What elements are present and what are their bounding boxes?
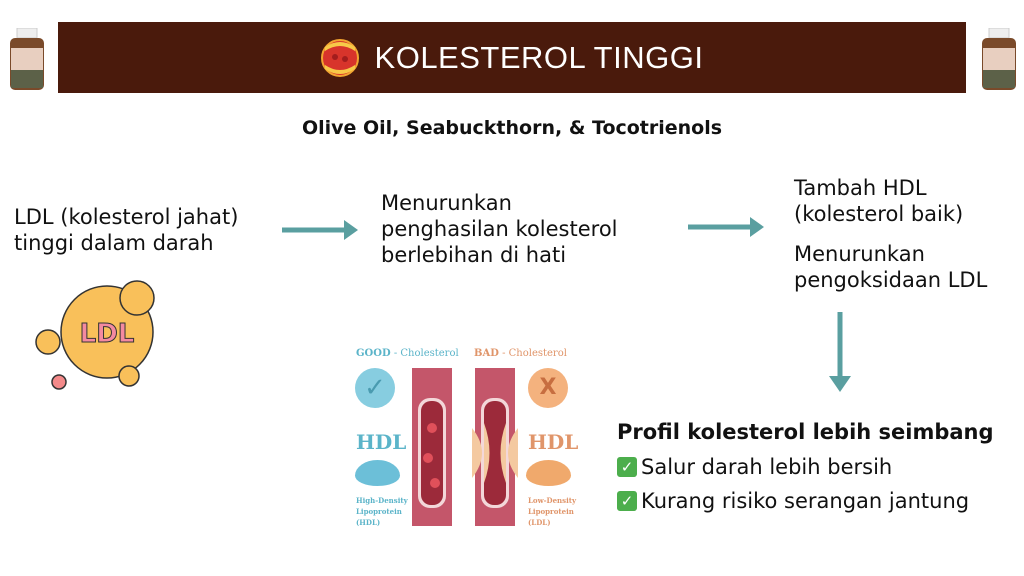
check-icon: ✓	[355, 368, 395, 408]
step1-line: LDL (kolesterol jahat)	[14, 205, 239, 229]
hdl-particle-icon	[355, 460, 400, 486]
step3-text: Tambah HDL (kolesterol baik) Menurunkan …	[794, 175, 987, 293]
result-item: ✓Kurang risiko serangan jantung	[617, 488, 994, 514]
step1-line: tinggi dalam darah	[14, 231, 214, 255]
good-label: GOOD	[356, 348, 391, 359]
arrow-right-icon	[688, 217, 764, 237]
step2-line: Menurunkan	[381, 191, 512, 215]
artery-icon	[320, 38, 359, 77]
step3-line: Menurunkan	[794, 242, 925, 266]
healthy-artery-icon	[412, 368, 452, 526]
subtitle: Olive Oil, Seabuckthorn, & Tocotrienols	[301, 117, 723, 139]
step3-line: (kolesterol baik)	[794, 202, 964, 226]
ldl-particle-graphic: LDL	[35, 280, 155, 390]
good-suffix: - Cholesterol	[390, 348, 459, 359]
bad-suffix: - Cholesterol	[498, 348, 567, 359]
product-bottle-image	[10, 28, 44, 90]
product-bottle-image	[982, 28, 1016, 90]
step2-line: penghasilan kolesterol	[381, 217, 618, 241]
arrow-down-icon	[829, 312, 851, 392]
bad-name: HDL	[528, 430, 579, 454]
ldl-particle-icon	[526, 460, 571, 486]
arrow-right-icon	[282, 220, 358, 240]
step3-line: Tambah HDL	[794, 176, 927, 200]
page-title: KOLESTEROL TINGGI	[374, 39, 704, 75]
bad-label: BAD	[474, 348, 499, 359]
result-section: Profil kolesterol lebih seimbang ✓Salur …	[617, 420, 994, 514]
checkmark-icon: ✓	[617, 457, 637, 477]
step1-text: LDL (kolesterol jahat) tinggi dalam dara…	[14, 204, 238, 256]
good-name: HDL	[356, 430, 407, 454]
result-item: ✓Salur darah lebih bersih	[617, 454, 994, 480]
step3-line: pengoksidaan LDL	[794, 268, 988, 292]
result-title: Profil kolesterol lebih seimbang	[617, 420, 994, 444]
checkmark-icon: ✓	[617, 491, 637, 511]
title-banner: KOLESTEROL TINGGI	[58, 22, 966, 93]
ldl-badge: LDL	[80, 319, 135, 349]
step2-text: Menurunkan penghasilan kolesterol berleb…	[381, 190, 618, 268]
clogged-artery-icon	[472, 368, 518, 526]
x-icon: X	[528, 368, 568, 408]
hdl-ldl-illustration: GOOD - Cholesterol BAD - Cholesterol ✓ X…	[340, 340, 590, 530]
step2-line: berlebihan di hati	[381, 243, 567, 267]
